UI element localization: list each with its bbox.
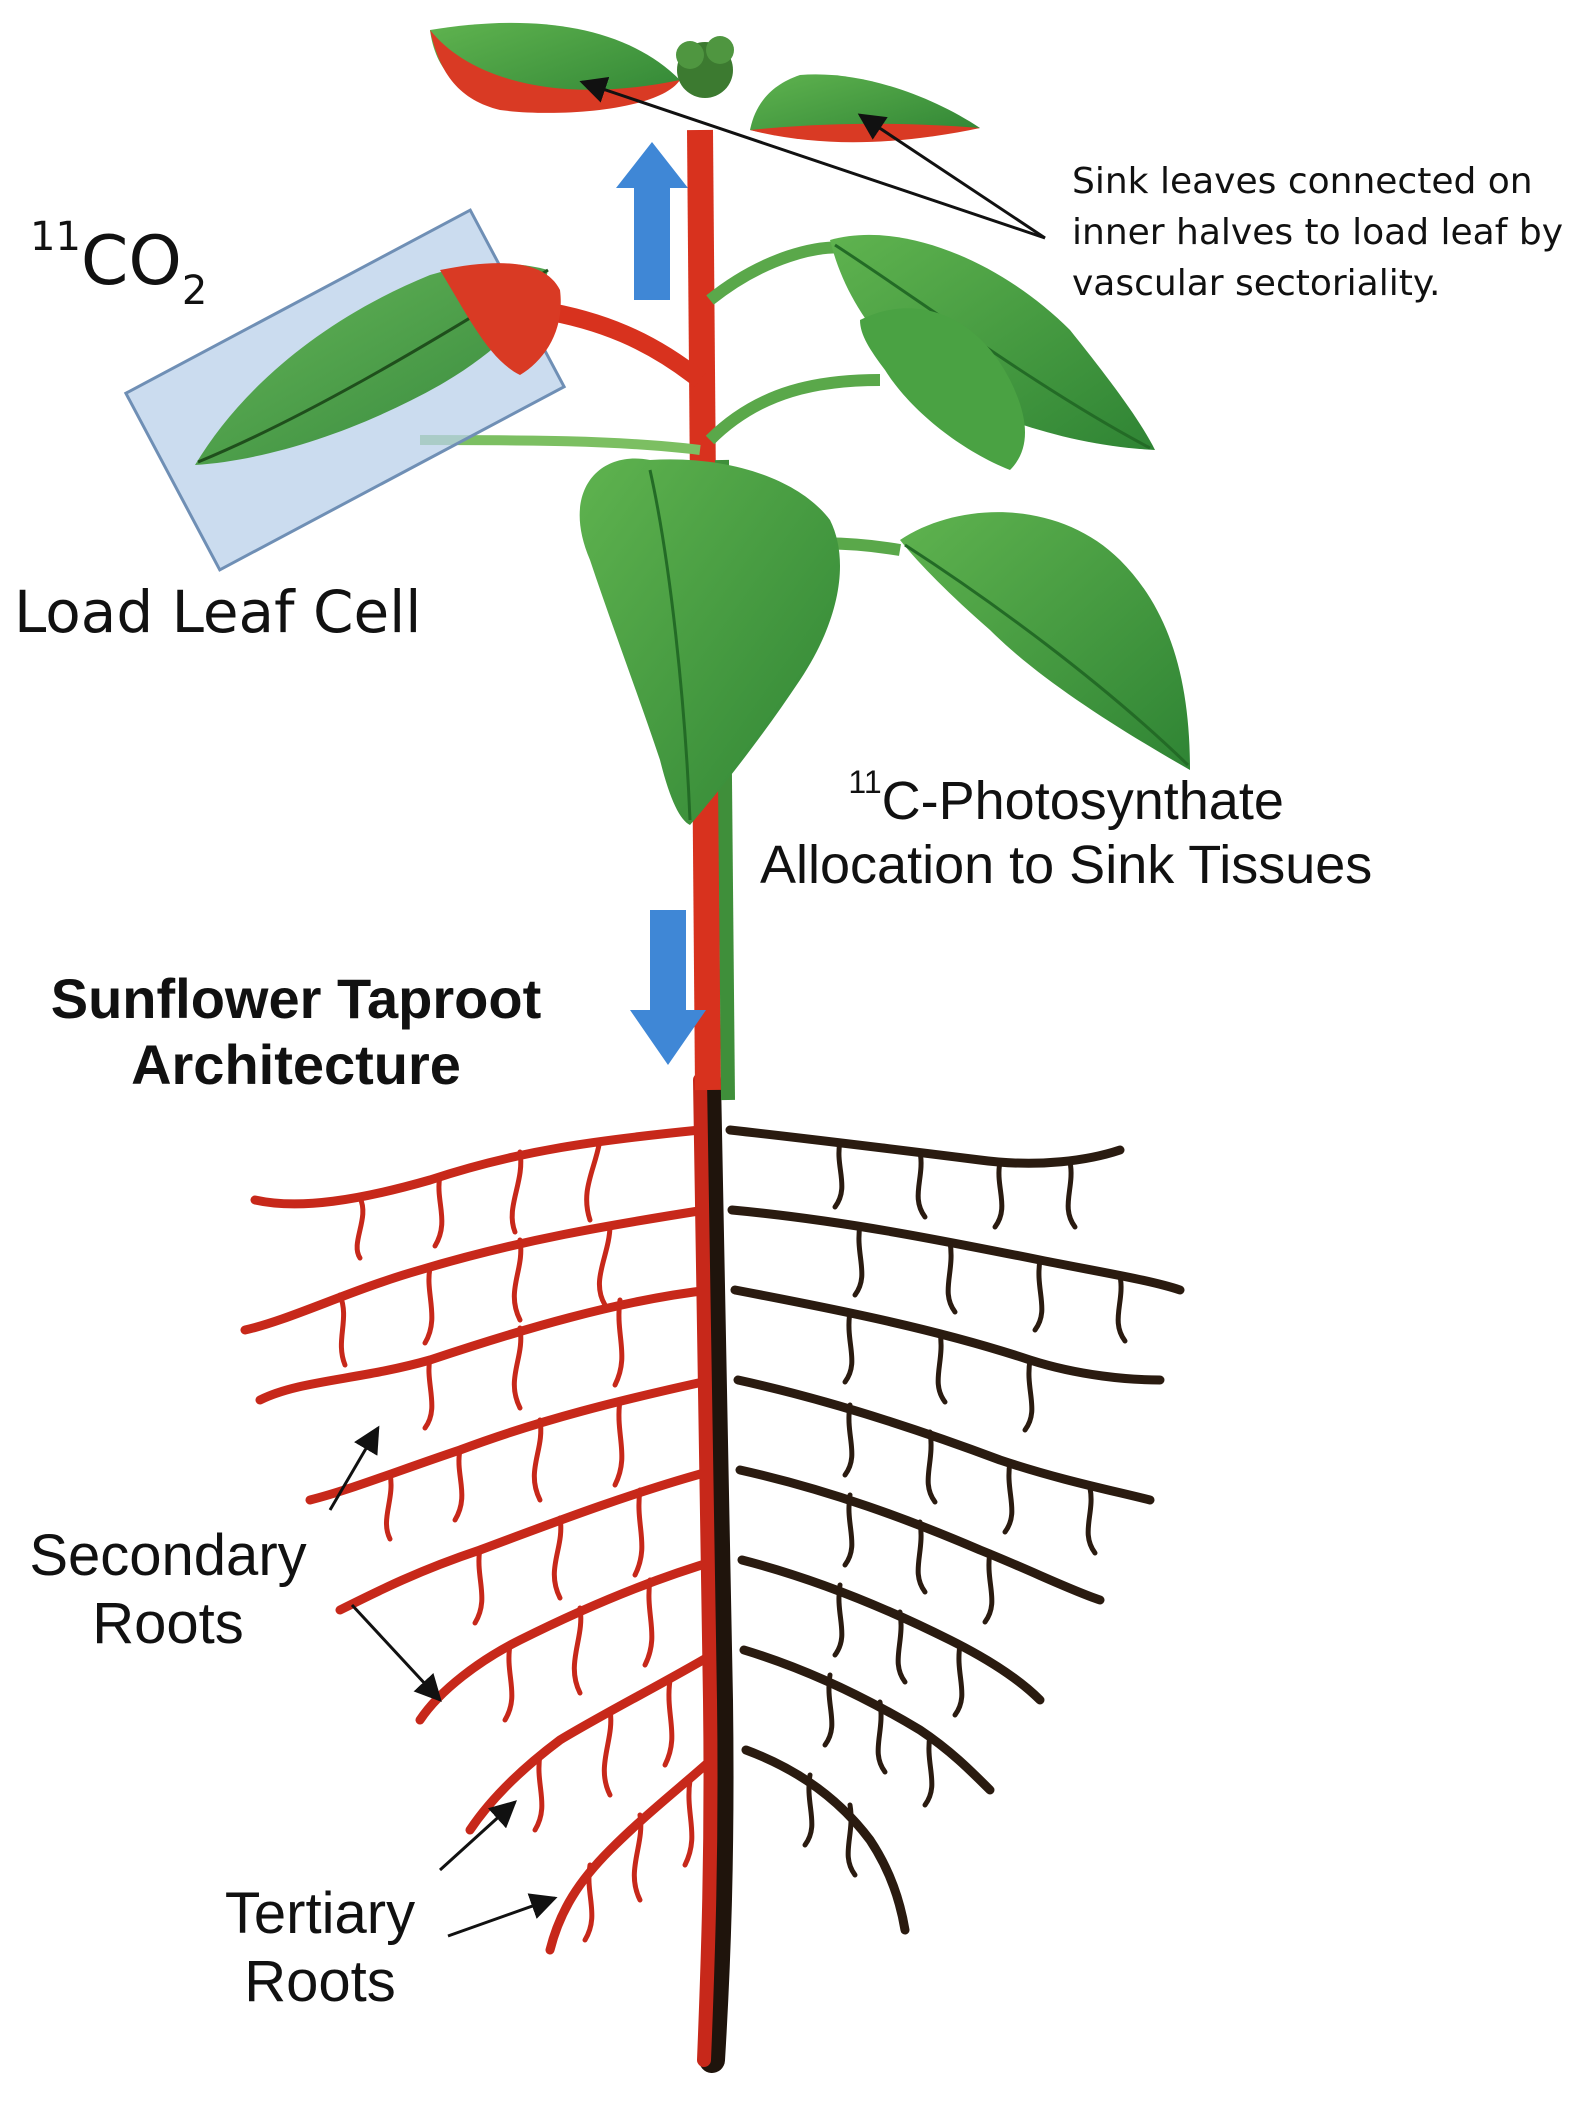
taproot-tracer: [693, 1073, 718, 2067]
arrow-up-icon: [616, 142, 688, 300]
sink-leaf-center-large: [579, 458, 840, 825]
co2-subscript: 2: [181, 268, 208, 314]
photosynthate-line1: C-Photosynthate: [881, 771, 1284, 831]
sink-leaf-right: [750, 74, 980, 143]
secondary-roots-left: [240, 1125, 727, 1955]
sink-leaves-note: Sink leaves connected on inner halves to…: [1072, 161, 1564, 305]
annotation-arrows: [328, 76, 1046, 1938]
secondary-roots-right: [725, 1125, 1185, 1935]
secondary-roots-label: Secondary Roots: [29, 1523, 307, 1657]
sink-leaf-right-middle: [860, 308, 1025, 470]
photosynthate-isotope: 11: [848, 764, 882, 800]
apical-bud: [676, 36, 734, 98]
sink-leaf-pointer-1: [579, 76, 1046, 240]
arrow-down-icon: [630, 910, 706, 1065]
sink-leaf-right-lower: [900, 512, 1190, 770]
photosynthate-line2: Allocation to Sink Tissues: [760, 834, 1373, 895]
right-petiole-1: [705, 374, 881, 445]
photosynthate-label: 11C-Photosynthate Allocation to Sink Tis…: [760, 764, 1373, 897]
secondary-root-pointer-1: [328, 1425, 380, 1511]
tertiary-root-pointer-1: [438, 1800, 518, 1872]
secondary-root-pointer-2: [350, 1603, 442, 1702]
taproot-title: Sunflower Taproot Architecture: [50, 967, 542, 1097]
tertiary-roots-label: Tertiary Roots: [224, 1881, 416, 2015]
load-leaf: [195, 263, 561, 465]
taproot: [695, 1067, 734, 2073]
co2-label: 11CO2: [30, 214, 207, 314]
co2-isotope: 11: [30, 214, 81, 260]
tertiary-root-pointer-2: [447, 1893, 558, 1938]
load-leaf-cell-label: Load Leaf Cell: [14, 578, 422, 646]
load-leaf-petiole: [538, 301, 706, 388]
sink-leaf-left: [430, 22, 680, 113]
co2-formula: CO: [80, 222, 182, 301]
sink-leaf-pointer-2: [857, 113, 1046, 240]
